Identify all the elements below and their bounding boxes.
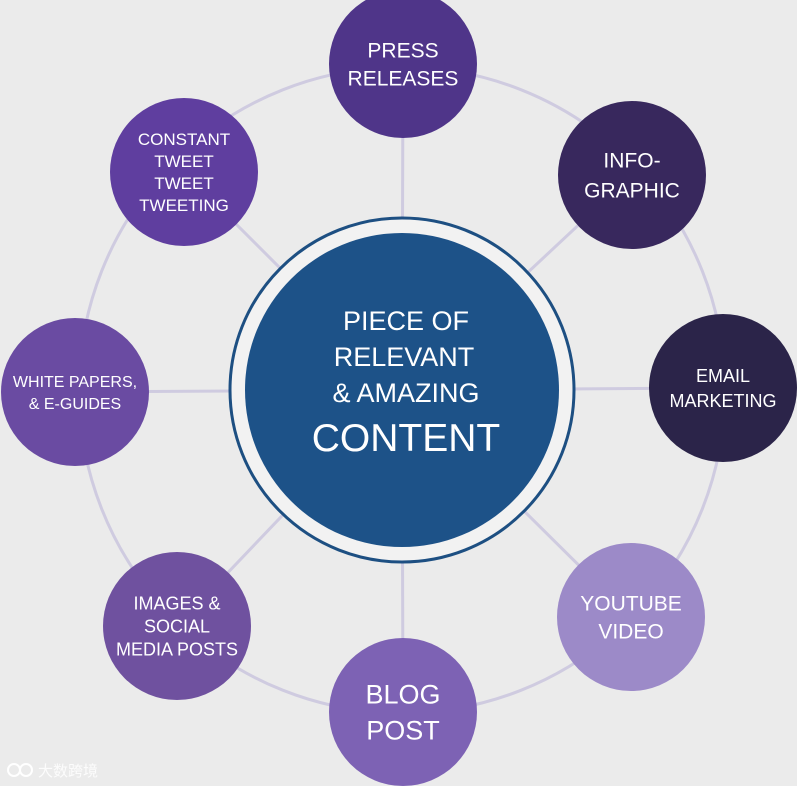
node-label-infographic-2: GRAPHIC (584, 180, 680, 203)
node-circle-email-marketing (649, 314, 797, 462)
node-label-white-papers-1: WHITE PAPERS, (13, 374, 137, 391)
node-circle-constant-tweet (110, 98, 258, 246)
node-label-infographic-1: INFO- (603, 150, 660, 173)
node-constant-tweet: CONSTANT TWEET TWEET TWEETING (110, 98, 258, 246)
node-label-email-marketing-2: MARKETING (669, 391, 776, 411)
node-label-blog-post-2: POST (366, 716, 440, 746)
node-label-constant-tweet-3: TWEET (154, 174, 214, 193)
node-label-images-social-3: MEDIA POSTS (116, 639, 238, 659)
center-line-3: & AMAZING (332, 378, 479, 408)
node-label-images-social-2: SOCIAL (144, 616, 210, 636)
node-infographic: INFO- GRAPHIC (558, 101, 706, 249)
center-circle (245, 233, 559, 547)
center-line-4: CONTENT (312, 417, 501, 460)
node-blog-post: BLOG POST (329, 638, 477, 786)
center-line-2: RELEVANT (334, 342, 475, 372)
node-label-press-releases-1: PRESS (367, 40, 438, 63)
node-label-constant-tweet-1: CONSTANT (138, 130, 230, 149)
node-label-youtube-video-2: VIDEO (598, 621, 663, 644)
node-circle-white-papers (1, 318, 149, 466)
node-press-releases: PRESS RELEASES (329, 0, 477, 138)
node-white-papers: WHITE PAPERS, & E-GUIDES (1, 318, 149, 466)
watermark-text: 大数跨境 (38, 762, 98, 780)
node-circle-press-releases (329, 0, 477, 138)
node-circle-blog-post (329, 638, 477, 786)
node-circle-infographic (558, 101, 706, 249)
node-email-marketing: EMAIL MARKETING (649, 314, 797, 462)
node-circle-youtube-video (557, 543, 705, 691)
watermark: 大数跨境 (7, 762, 98, 780)
node-label-constant-tweet-2: TWEET (154, 152, 214, 171)
node-label-press-releases-2: RELEASES (348, 68, 459, 91)
node-circle-images-social (103, 552, 251, 700)
node-label-blog-post-1: BLOG (365, 680, 440, 710)
node-label-youtube-video-1: YOUTUBE (580, 593, 682, 616)
node-youtube-video: YOUTUBE VIDEO (557, 543, 705, 691)
center-hub: PIECE OF RELEVANT & AMAZING CONTENT (228, 216, 576, 564)
node-label-constant-tweet-4: TWEETING (139, 196, 229, 215)
node-images-social: IMAGES & SOCIAL MEDIA POSTS (103, 552, 251, 700)
node-label-white-papers-2: & E-GUIDES (29, 396, 121, 413)
node-label-email-marketing-1: EMAIL (696, 366, 750, 386)
node-label-images-social-1: IMAGES & (133, 593, 220, 613)
logo-mark-icon (7, 763, 33, 777)
center-line-1: PIECE OF (343, 306, 469, 336)
